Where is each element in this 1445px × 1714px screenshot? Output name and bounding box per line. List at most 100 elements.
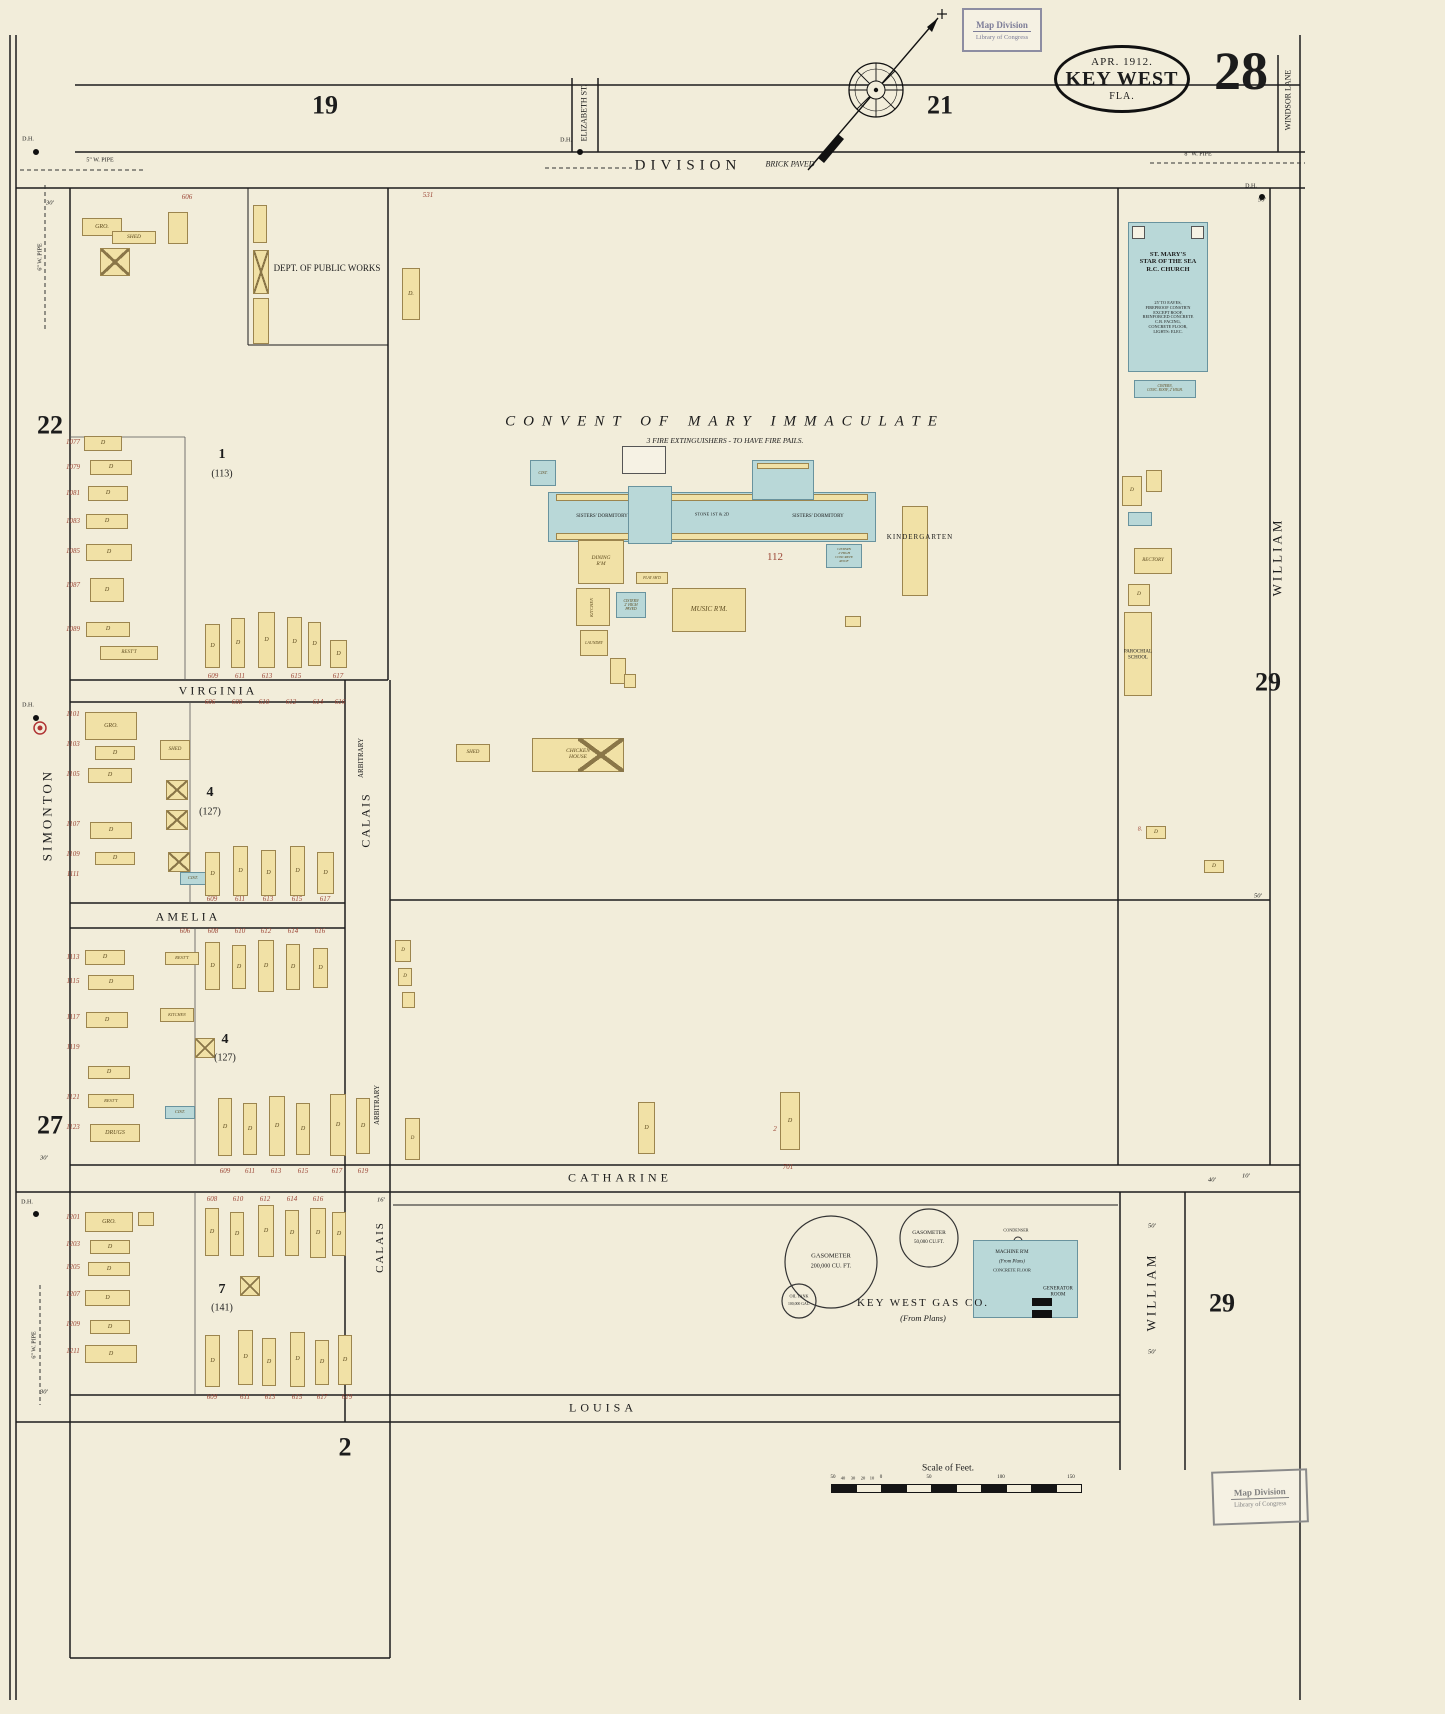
house-number: 1103 [66,740,80,749]
house-number: 609 [207,672,219,681]
shed [166,810,188,830]
dwelling: D. [402,268,420,320]
building-label: D [312,640,317,647]
dept-public-works-label: DEPT. OF PUBLIC WORKS [273,262,381,273]
shed [240,1276,260,1296]
dwelling: D [286,944,300,990]
dining-room: DINING R'M [578,540,624,584]
building-label: D [1212,862,1216,869]
building-label: CISTERN 2' HIGH PAVED [623,598,639,612]
house-number: 616 [314,927,326,936]
dwelling: D [780,1092,800,1150]
dwelling: D [84,436,122,451]
house-number: 1211 [66,1347,80,1356]
block-number-29: 29 [1255,667,1281,697]
gasometer-label: GASOMETER [912,1229,946,1236]
house-number: 615 [297,1167,309,1176]
house-number: 8. [1137,826,1143,833]
cistern: CIST. [165,1106,195,1119]
house-number: 1119 [66,1043,80,1052]
scale-tick: 50 [926,1475,932,1481]
water-pipe-label: 8" W. PIPE [1184,151,1212,158]
convent-chapel [628,486,672,544]
block-id: (127) [214,1052,236,1064]
house-number: 614 [286,1195,298,1204]
veranda [556,494,868,501]
dwelling: D [330,640,347,668]
house-number: 1117 [66,1013,80,1022]
block-number-29: 29 [1209,1288,1235,1318]
double-hydrant-marker: D.H. [560,137,572,144]
dwelling: D [88,486,128,501]
library-stamp: Map Division Library of Congress [1211,1468,1309,1526]
dwelling: D [290,1332,305,1387]
dwelling: D [88,768,132,783]
block-id: 4 [206,785,214,801]
convent-note: 3 FIRE EXTINGUISHERS - TO HAVE FIRE PAIL… [646,435,804,445]
dh-marker [577,149,583,155]
building-label: D [263,962,269,969]
dimension: 50' [1148,1348,1156,1356]
scale-tick: 40 [840,1475,846,1481]
building-label: D [106,1265,112,1272]
generator-room-label: GENERATOR ROOM [1043,1286,1073,1297]
drug-store: DRUGS [90,1124,140,1142]
building-label: D [105,626,111,633]
house-number: 1101 [66,710,80,719]
cistern: CISTERN 2' HIGH PAVED [616,592,646,618]
building-label: D [315,1229,321,1236]
building-label: MUSIC R'M. [690,605,728,614]
building-label: D [210,870,215,877]
gasometer-200k-tank [784,1215,878,1309]
kindergarten-label: KINDERGARTEN [886,533,954,542]
music-room: MUSIC R'M. [672,588,746,632]
dwelling: D [95,852,135,865]
dwelling: D [262,1338,276,1386]
dimension: 40' [1208,1176,1216,1184]
shed: SHED [160,740,190,760]
house-number: 608 [206,1195,218,1204]
house-number: 1077 [66,438,80,447]
dwelling: D [290,846,305,896]
block-number-27: 27 [37,1110,63,1140]
stamp-line2: Library of Congress [1233,1499,1287,1509]
dwelling: D [232,945,246,989]
gasometer-50k-tank [899,1208,959,1268]
building-label: D [238,867,243,874]
building-label: D [100,440,106,447]
house-number: 1123 [66,1123,80,1132]
street-louisa: LOUISA [569,1400,637,1415]
fire-alarm-marker [37,725,43,731]
house-number: 1111 [66,870,80,879]
dimension: 50' [1258,196,1266,204]
church-label: ST. MARY'S STAR OF THE SEA R.C. CHURCH [1139,251,1197,273]
dwelling: D [88,975,134,990]
house-number: 616 [334,698,346,707]
dwelling: D [338,1335,352,1385]
building-label: D [336,650,341,657]
building-label: D [247,1125,253,1132]
house-number: 613 [261,672,273,681]
scale-tick: 150 [1067,1475,1075,1481]
oil-tank [781,1283,817,1319]
dwelling: D [238,1330,253,1385]
dwelling: D [205,852,220,896]
church [1128,222,1208,372]
parochial-school [1124,612,1152,696]
building-label: D [274,1122,280,1129]
house-number: 610 [232,1195,244,1204]
dwelling: D [85,1290,130,1306]
house-number: 614 [312,698,324,707]
building-label: D [106,549,112,556]
fire-alarm-marker [33,721,47,735]
house-number: 1109 [66,850,80,859]
building-label: D [295,867,300,874]
block-id: (127) [199,806,221,818]
dwelling: D [1122,476,1142,506]
outbuilding [610,658,626,684]
gasometer-label: GASOMETER [811,1252,851,1260]
house-number: 701 [782,1163,794,1172]
dwelling: D [218,1098,232,1156]
